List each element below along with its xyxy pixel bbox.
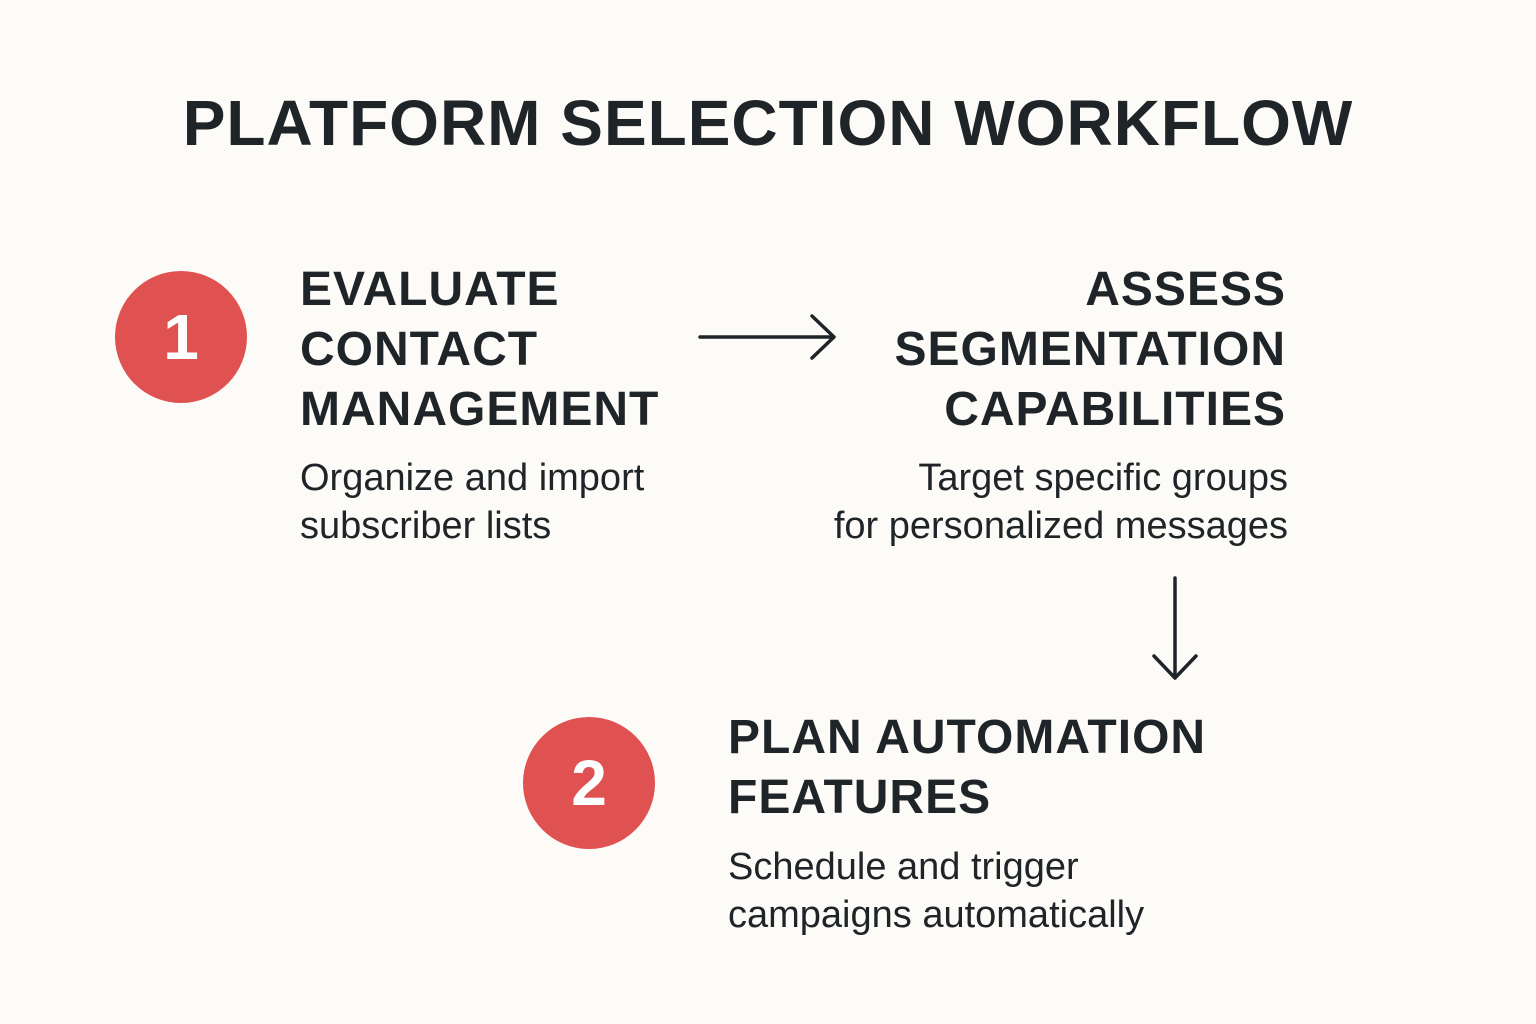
step-1-title: EVALUATE CONTACT MANAGEMENT	[300, 263, 660, 436]
step-2-description: Target specific groups for personalized …	[833, 457, 1288, 547]
arrow-right-icon	[698, 314, 836, 360]
step-3-title: PLAN AUTOMATION FEATURES	[728, 711, 1207, 824]
step-3-number-badge: 2	[523, 717, 655, 849]
step-3-description: Schedule and trigger campaigns automatic…	[728, 846, 1145, 936]
diagram-title: PLATFORM SELECTION WORKFLOW	[182, 87, 1354, 159]
step-1-number-badge: 1	[115, 271, 247, 403]
step-1-description: Organize and import subscriber lists	[300, 457, 645, 547]
arrow-down-icon	[1152, 576, 1198, 680]
step-2-title: ASSESS SEGMENTATION CAPABILITIES	[894, 263, 1286, 436]
